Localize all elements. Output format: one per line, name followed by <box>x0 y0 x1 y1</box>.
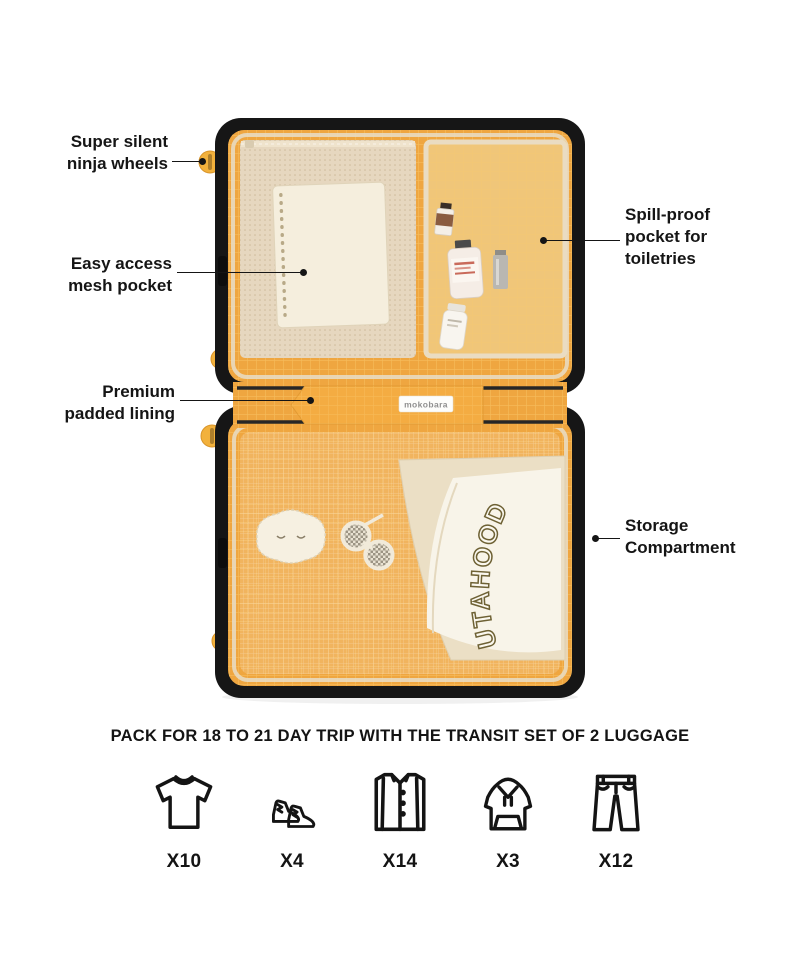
callout-line-storage <box>598 538 620 539</box>
pack-count-tshirt: X10 <box>166 851 202 872</box>
mesh-pocket <box>240 140 416 358</box>
toiletry-bottle-large <box>447 239 484 300</box>
brand-tag <box>398 395 454 413</box>
packing-items-row: X10 X4 <box>0 760 800 873</box>
side-handle <box>218 256 227 286</box>
brand-label: mokobara <box>404 400 448 410</box>
jeans-icon <box>579 760 653 840</box>
toiletry-bottle-silver <box>493 250 508 289</box>
pack-item-jeans: X12 <box>572 760 660 873</box>
callout-line-padded-lining <box>180 400 310 401</box>
callout-dot-mesh-pocket <box>300 269 307 276</box>
top-compartment <box>228 130 572 382</box>
pack-item-shirt: X14 <box>356 760 444 873</box>
pack-count-jeans: X12 <box>598 851 634 872</box>
notebook <box>272 181 390 329</box>
callout-dot-wheels <box>199 158 206 165</box>
pack-count-hoodie: X3 <box>496 851 520 872</box>
pack-count-sneakers: X4 <box>280 851 304 872</box>
suitcase-illustration: UTAHOOD mokobara <box>198 118 585 704</box>
pack-item-tshirt: X10 <box>140 760 228 873</box>
storage-compartment-flap: UTAHOOD <box>398 455 566 661</box>
shirt-icon <box>362 760 438 840</box>
toiletry-bottle-small <box>434 202 455 236</box>
padded-lining-band: mokobara <box>233 382 567 428</box>
callout-line-mesh-pocket <box>177 272 303 273</box>
toiletries-pocket <box>423 139 568 359</box>
pack-item-hoodie: X3 <box>464 760 552 873</box>
callout-toiletries: Spill-proof pocket for toiletries <box>625 205 710 268</box>
callout-dot-storage <box>592 535 599 542</box>
tshirt-icon <box>147 760 221 840</box>
callout-mesh-pocket: Easy access mesh pocket <box>68 254 172 295</box>
bottom-compartment: UTAHOOD <box>228 420 572 686</box>
eye-mask <box>256 509 326 564</box>
sneakers-icon <box>265 760 319 840</box>
zipper-pull-icon <box>245 140 254 148</box>
toiletry-tube <box>439 303 468 350</box>
callout-padded-lining: Premium padded lining <box>64 382 176 423</box>
pack-item-sneakers: X4 <box>248 760 336 873</box>
callout-dot-padded-lining <box>307 397 314 404</box>
callout-line-wheels <box>172 161 202 162</box>
callout-storage: Storage Compartment <box>625 516 736 557</box>
callout-line-toiletries <box>545 240 620 241</box>
pack-count-shirt: X14 <box>382 851 418 872</box>
callout-wheels: Super silent ninja wheels <box>66 132 168 173</box>
callout-dot-toiletries <box>540 237 547 244</box>
hoodie-icon <box>472 760 544 840</box>
sunglasses <box>340 513 395 571</box>
side-handle <box>218 538 227 568</box>
packing-title: PACK FOR 18 TO 21 DAY TRIP WITH THE TRAN… <box>110 727 690 745</box>
